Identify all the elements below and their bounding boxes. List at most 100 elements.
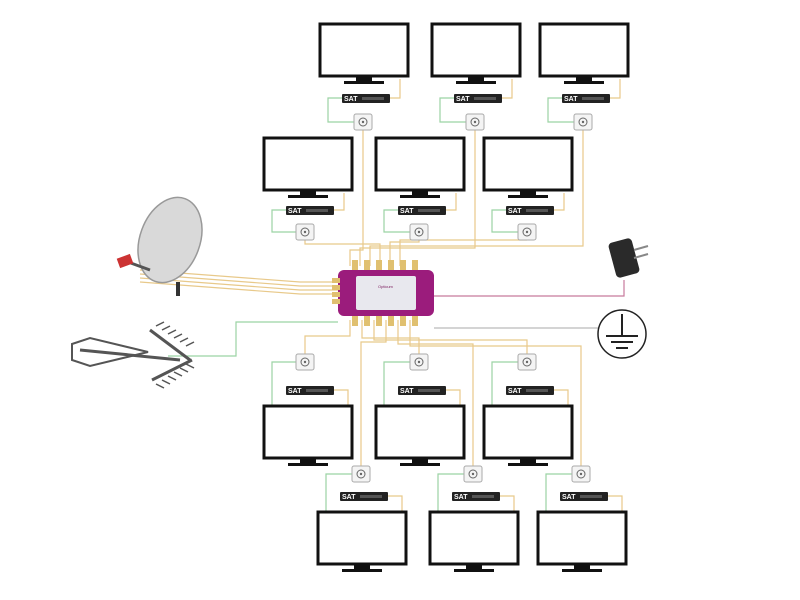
terrestrial-antenna (71, 321, 195, 389)
multiswitch-input (332, 278, 340, 283)
antenna-director (161, 325, 171, 331)
tv-cable (325, 473, 352, 512)
socket-ring (522, 227, 532, 237)
tv (428, 510, 520, 572)
receiver-display (306, 209, 328, 212)
receiver-display (474, 97, 496, 100)
tv-stand (288, 195, 328, 198)
wall-socket (573, 113, 593, 131)
sat-cable (389, 240, 420, 266)
multiswitch-panel (356, 276, 416, 310)
sat-receiver: SAT (454, 94, 502, 103)
tv (536, 510, 628, 572)
tv (316, 510, 408, 572)
tv-neck (468, 76, 484, 81)
receiver-display (306, 389, 328, 392)
sat-receiver: SAT (340, 492, 388, 501)
multiswitch-port (376, 260, 382, 270)
tv-neck (574, 564, 590, 569)
sat-cable (373, 320, 528, 354)
antenna-director (173, 333, 183, 339)
tv-stand (456, 81, 496, 84)
tv (482, 404, 574, 466)
socket-ring (414, 227, 424, 237)
power-adapter (608, 238, 649, 278)
tv-cable (437, 473, 464, 512)
tv-neck (354, 564, 370, 569)
tv-neck (300, 190, 316, 195)
multiswitch-port (376, 316, 382, 326)
cable-layer (139, 79, 625, 512)
tv (374, 404, 466, 466)
receiver-display (360, 495, 382, 498)
terrestrial-cable (168, 321, 338, 357)
receiver-label: SAT (564, 96, 578, 103)
tv (374, 136, 466, 198)
receiver-label: SAT (508, 208, 522, 215)
tv-cable (383, 209, 410, 233)
tv (482, 136, 574, 198)
receiver-label: SAT (508, 388, 522, 395)
sat-cable (359, 130, 476, 266)
dish-reflector (137, 196, 203, 284)
tv-stand (400, 463, 440, 466)
tv-screen (430, 22, 522, 78)
tv-screen (374, 404, 466, 460)
tv-neck (356, 76, 372, 81)
sat-receiver: SAT (506, 206, 554, 215)
antenna-director (185, 341, 195, 347)
sat-cable (409, 320, 582, 466)
tv-screen (262, 136, 354, 192)
multiswitch-port (400, 316, 406, 326)
multiswitch-port (364, 260, 370, 270)
antenna-director (179, 337, 189, 343)
tv (318, 22, 410, 84)
antenna-director (185, 363, 195, 369)
tv-cable (327, 97, 354, 123)
multiswitch-input (332, 299, 340, 304)
tv-cable (446, 193, 457, 211)
receiver-label: SAT (562, 494, 576, 501)
tv-stand (344, 81, 384, 84)
wall-socket (517, 223, 537, 241)
receiver-display (526, 389, 548, 392)
tv-neck (520, 190, 536, 195)
tv-cable (610, 79, 621, 99)
socket-ring (300, 227, 310, 237)
antenna-director (161, 379, 171, 385)
antenna-director (155, 383, 165, 389)
socket-pin (525, 230, 529, 234)
tv-neck (466, 564, 482, 569)
antenna-element (149, 328, 191, 362)
tv-stand (508, 463, 548, 466)
satellite-dish (116, 196, 203, 296)
sat-cable (399, 239, 527, 266)
socket-pin (417, 230, 421, 234)
receiver-display (526, 209, 548, 212)
wall-socket (295, 223, 315, 241)
tv-stand (342, 569, 382, 572)
sat-cable (349, 130, 364, 266)
receiver-label: SAT (400, 388, 414, 395)
sat-receiver: SAT (562, 94, 610, 103)
tv-neck (520, 458, 536, 463)
adapter-pin (633, 245, 649, 251)
socket-pin (359, 472, 363, 476)
antenna-director (167, 329, 177, 335)
tv-screen (536, 510, 628, 566)
antenna-reflector (71, 336, 149, 368)
tv-cable (334, 389, 349, 406)
antenna-boom (79, 348, 181, 362)
wall-socket (351, 465, 371, 483)
antenna-director (179, 367, 189, 373)
tv-neck (576, 76, 592, 81)
tv-cable (554, 193, 565, 211)
tv-stand (564, 81, 604, 84)
multiswitch-port (388, 316, 394, 326)
tv-screen (538, 22, 630, 78)
lnb-cable (139, 281, 338, 295)
wall-socket (409, 223, 429, 241)
multiswitch-port (388, 260, 394, 270)
receiver-label: SAT (344, 96, 358, 103)
